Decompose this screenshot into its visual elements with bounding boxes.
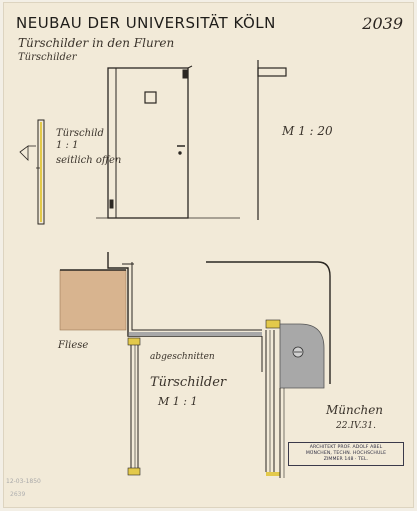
sign-section-small xyxy=(19,119,45,225)
stamp-line-1: ARCHITEKT PROF. ADOLF ABEL xyxy=(309,445,383,450)
door-sign-label: Türschilder xyxy=(150,375,227,390)
signature: München xyxy=(326,403,384,417)
archive-code-2: 2639 xyxy=(10,491,26,498)
side-elevation xyxy=(257,60,287,220)
sheet-title: NEUBAU DER UNIVERSITÄT KÖLN xyxy=(16,14,276,32)
sheet-number: 2039 xyxy=(362,14,403,33)
subtitle-line-2: Türschilder xyxy=(18,52,77,63)
architect-stamp: ARCHITEKT PROF. ADOLF ABEL MÜNCHEN, TECH… xyxy=(288,442,404,466)
wall-section xyxy=(59,252,262,337)
stamp-line-3: ZIMMER 148 · TEL. xyxy=(323,457,369,462)
scale-note-top: M 1 : 20 xyxy=(282,124,333,138)
door-elevation xyxy=(96,65,240,219)
corner-section xyxy=(206,261,331,478)
floor-label: Fliese xyxy=(58,340,89,351)
cut-label: abgeschnitten xyxy=(150,352,215,362)
side-label-1: Türschild xyxy=(56,128,104,139)
drawing-sheet xyxy=(3,2,414,508)
subtitle-line-1: Türschilder in den Fluren xyxy=(18,36,175,50)
scale-note-bottom: M 1 : 1 xyxy=(158,395,198,408)
stamp-line-2: MÜNCHEN, TECHN. HOCHSCHULE xyxy=(305,451,387,456)
sign-rail-section xyxy=(127,337,141,476)
side-label-3: seitlich offen xyxy=(56,155,122,166)
signature-date: 22.IV.31. xyxy=(336,421,376,431)
archive-code-1: 12-03-1850 xyxy=(6,478,41,485)
side-label-2: 1 : 1 xyxy=(56,140,79,151)
